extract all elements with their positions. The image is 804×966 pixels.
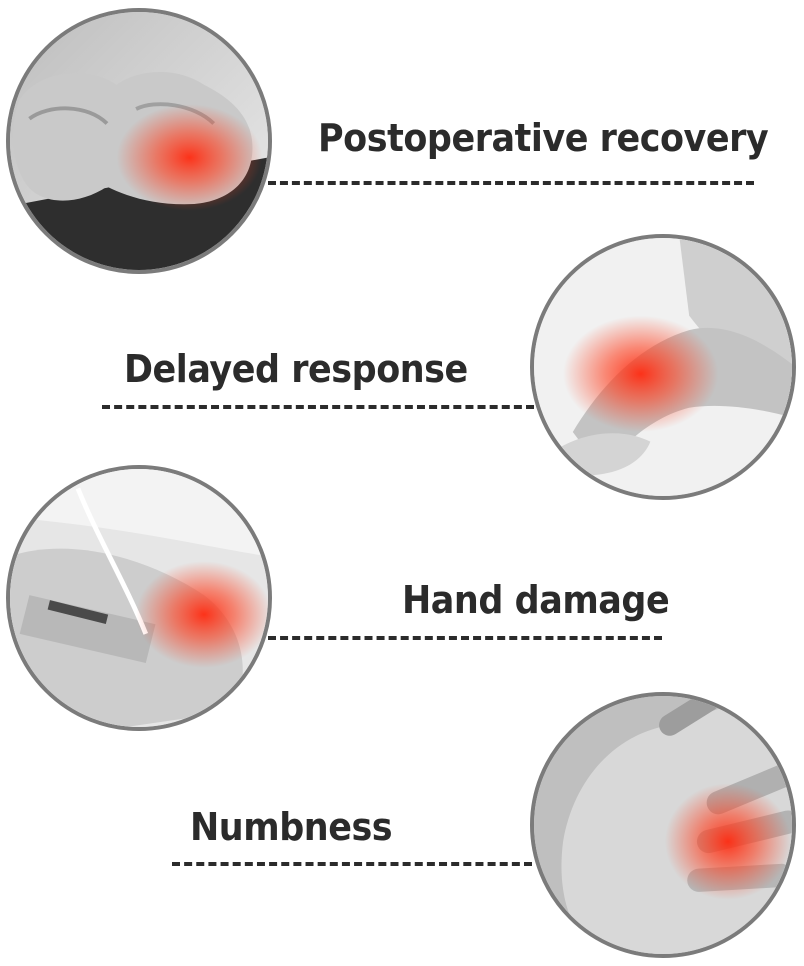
dashed-divider [102,405,534,409]
bandaged-hand-icon [10,469,268,727]
item-label-postoperative-recovery: Postoperative recovery [318,116,769,160]
item-label-numbness: Numbness [190,805,393,849]
dashed-divider [172,862,532,866]
delayed-response-photo [530,234,796,500]
postoperative-recovery-photo [6,8,272,274]
dashed-divider [268,181,754,185]
hand-damage-photo [6,465,272,731]
wrist-icon [534,238,792,496]
numbness-photo [530,692,796,958]
palm-fingers-icon [534,696,792,954]
fist-icon [10,12,268,270]
item-label-delayed-response: Delayed response [124,347,468,391]
dashed-divider [268,636,662,640]
item-label-hand-damage: Hand damage [402,578,670,622]
